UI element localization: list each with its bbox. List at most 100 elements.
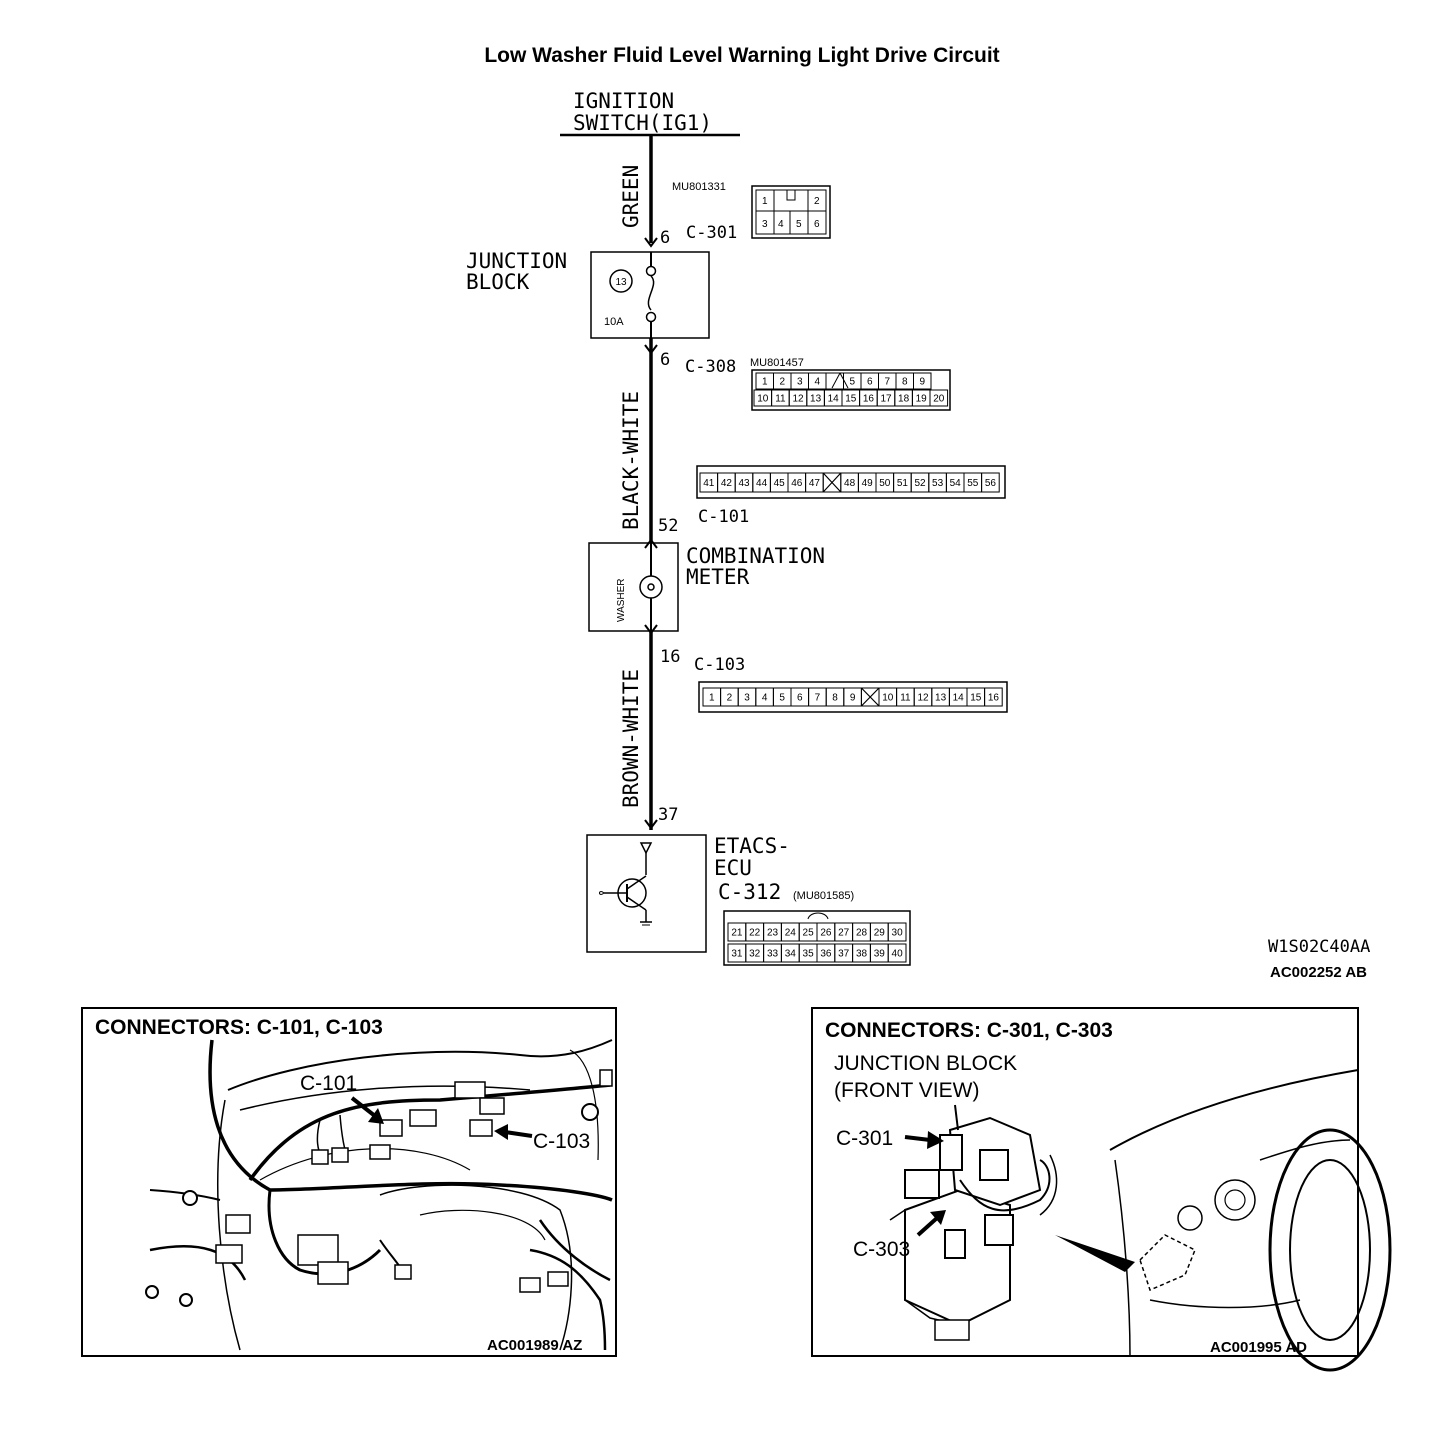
c103-pin: 15	[970, 693, 982, 704]
c308-pin: 2	[779, 377, 785, 388]
c101-pin: 56	[985, 478, 997, 489]
c301-pin: 2	[814, 196, 820, 207]
etacs-label-1: ETACS-	[714, 834, 790, 858]
c312-pin: 28	[856, 928, 868, 939]
panel-right-sub-2: (FRONT VIEW)	[834, 1079, 979, 1102]
c308-pin: 19	[916, 394, 928, 405]
callout-c303: C-303	[853, 1238, 910, 1261]
c103-pin: 10	[882, 693, 894, 704]
c101-cell	[981, 472, 1000, 493]
etacs-label-2: ECU	[714, 856, 752, 880]
c308-pin: 16	[863, 394, 875, 405]
c312-pin: 34	[785, 949, 797, 960]
c101-pin: 47	[809, 478, 821, 489]
c101-pin: 48	[844, 478, 856, 489]
panel-left-code: AC001989 AZ	[487, 1337, 582, 1354]
c312-pin: 31	[731, 949, 743, 960]
c103-cell	[984, 687, 1003, 707]
panel-right-heading: CONNECTORS: C-301, C-303	[825, 1019, 1113, 1042]
panel-right-code: AC001995 AD	[1210, 1339, 1307, 1356]
c101-pin: 44	[756, 478, 768, 489]
connector-mark-c101	[644, 538, 658, 549]
c312-pin: 26	[820, 928, 832, 939]
c312-pin: 39	[874, 949, 886, 960]
callout-c301: C-301	[836, 1127, 893, 1150]
c103-pin: 4	[762, 693, 768, 704]
fuse-symbol	[645, 252, 657, 338]
connector-mark-c301	[644, 237, 658, 248]
c103-name: C-103	[694, 655, 745, 675]
c308-pin: 3	[797, 377, 803, 388]
c308-pin: 4	[814, 377, 820, 388]
c101-pin: 41	[703, 478, 715, 489]
c312-pin: 40	[892, 949, 904, 960]
fuse-rating: 10A	[604, 316, 624, 328]
c103-pin: 5	[779, 693, 785, 704]
c308-pin: 15	[845, 394, 857, 405]
wire-label-green: GREEN	[619, 165, 643, 228]
c312-cell	[887, 922, 907, 942]
combination-meter-label-1: COMBINATION	[686, 544, 825, 568]
c301-pin: 1	[762, 196, 768, 207]
c308-pin: 9	[919, 377, 925, 388]
c103-pin: 14	[953, 693, 965, 704]
ignition-switch-label-1: IGNITION	[573, 89, 674, 113]
c101-pin: 45	[774, 478, 786, 489]
c312-pin: 27	[838, 928, 850, 939]
connector-mark-c308	[644, 344, 658, 355]
c308-pin: 6	[867, 377, 873, 388]
combination-meter-label-2: METER	[686, 565, 750, 589]
c103-pin: 13	[935, 693, 947, 704]
c103-pin: 2	[727, 693, 733, 704]
c101-pin: 53	[932, 478, 944, 489]
c308-part-number: MU801457	[750, 357, 804, 369]
c301-pin: 4	[778, 219, 784, 230]
c308-pin: 18	[898, 394, 910, 405]
c312-pin: 38	[856, 949, 868, 960]
c103-pin: 8	[832, 693, 838, 704]
c301-connector-face: 1 2 3 4 5 6	[751, 185, 831, 239]
c312-pin: 22	[749, 928, 761, 939]
c101-blank-pin	[822, 472, 842, 493]
c308-pin: 14	[828, 394, 840, 405]
c308-pin: 7	[884, 377, 890, 388]
wire-label-black-white: BLACK-WHITE	[619, 391, 643, 530]
c103-pin: 1	[709, 693, 715, 704]
c312-pin: 30	[892, 928, 904, 939]
fuse-number-circle	[609, 269, 633, 293]
c103-blank-pin	[860, 687, 880, 707]
c103-pin: 11	[900, 693, 911, 704]
c312-part-number: (MU801585)	[793, 890, 854, 902]
callout-c101: C-101	[300, 1072, 357, 1095]
c312-pin: 29	[874, 928, 886, 939]
c103-pin: 3	[744, 693, 750, 704]
c312-pin-number: 37	[658, 805, 678, 825]
c103-pin: 7	[815, 693, 821, 704]
c301-pin-number: 6	[660, 228, 670, 248]
c312-pin: 25	[803, 928, 815, 939]
callout-c103: C-103	[533, 1130, 590, 1153]
c301-part-number: MU801331	[672, 181, 726, 193]
c308-cell	[929, 389, 949, 407]
wire-label-brown-white: BROWN-WHITE	[619, 669, 643, 808]
junction-block-label-1: JUNCTION	[466, 249, 567, 273]
c101-pin: 54	[950, 478, 962, 489]
c103-pin: 6	[797, 693, 803, 704]
c308-pin: 13	[810, 394, 822, 405]
c301-pin: 5	[796, 219, 802, 230]
c103-pin-number: 16	[660, 647, 680, 667]
combination-meter-box	[588, 542, 679, 632]
warning-lamp-icon	[639, 575, 663, 599]
c101-pin: 52	[914, 478, 926, 489]
c103-pin: 16	[988, 693, 1000, 704]
panel-right-sub-1: JUNCTION BLOCK	[834, 1052, 1017, 1075]
panel-connectors-c301-c303: CONNECTORS: C-301, C-303 JUNCTION BLOCK …	[811, 1007, 1392, 1372]
c312-cell	[887, 943, 907, 963]
c312-pin: 24	[785, 928, 797, 939]
panel-connectors-c101-c103: CONNECTORS: C-101, C-103	[81, 1007, 617, 1357]
panel-left-heading: CONNECTORS: C-101, C-103	[95, 1016, 383, 1039]
c308-pin: 20	[933, 394, 945, 405]
